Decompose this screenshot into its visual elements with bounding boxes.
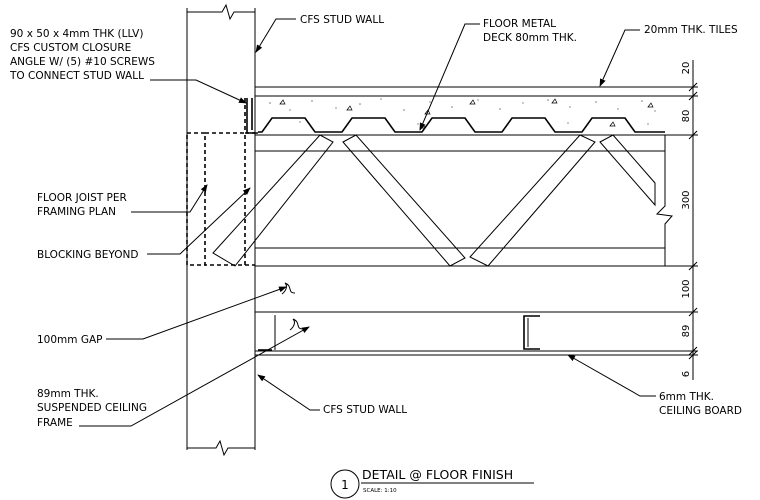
detail-scale: SCALE: 1:10 <box>363 488 397 494</box>
label-closure-angle-3: ANGLE W/ (5) #10 SCREWS <box>10 56 155 68</box>
label-ceiling-board-2: CEILING BOARD <box>659 405 742 417</box>
dim-20: 20 <box>681 62 692 75</box>
label-floor-deck-2: DECK 80mm THK. <box>483 32 577 44</box>
label-ceiling-board-1: 6mm THK. <box>659 391 714 403</box>
label-ceiling-frame-3: FRAME <box>37 417 73 429</box>
dimension-line: 20 80 300 100 89 6 <box>660 60 698 380</box>
blocking-beyond <box>186 98 255 266</box>
label-closure-angle-1: 90 x 50 x 4mm THK (LLV) <box>10 28 143 40</box>
label-stud-wall-bottom: CFS STUD WALL <box>323 404 407 416</box>
detail-title: 1 DETAIL @ FLOOR FINISH SCALE: 1:10 <box>330 467 534 499</box>
detail-number-circle <box>330 469 360 499</box>
concrete-hatch <box>269 98 656 129</box>
ceiling-c-section <box>523 315 540 350</box>
dim-80: 80 <box>681 110 692 123</box>
metal-deck-profile <box>258 117 665 133</box>
label-closure-angle-2: CFS CUSTOM CLOSURE <box>10 42 131 54</box>
label-tiles: 20mm THK. TILES <box>644 24 738 36</box>
label-closure-angle-4: TO CONNECT STUD WALL <box>9 70 144 82</box>
dim-89: 89 <box>681 325 692 338</box>
detail-title-text: DETAIL @ FLOOR FINISH <box>362 467 513 482</box>
label-floor-joist-1: FLOOR JOIST PER <box>37 192 127 204</box>
label-ceiling-frame-2: SUSPENDED CEILING <box>37 402 147 414</box>
label-floor-deck-1: FLOOR METAL <box>483 18 556 30</box>
ceiling-frame <box>255 282 665 356</box>
floor-joist <box>212 134 673 267</box>
dim-300: 300 <box>681 190 692 209</box>
leader-lines <box>79 18 656 427</box>
dim-100: 100 <box>681 279 692 298</box>
floor-slab <box>255 86 665 136</box>
detail-number: 1 <box>341 478 349 492</box>
annotation-labels: 90 x 50 x 4mm THK (LLV) CFS CUSTOM CLOSU… <box>9 14 742 429</box>
dim-6: 6 <box>681 371 692 377</box>
label-stud-wall-top: CFS STUD WALL <box>300 14 384 26</box>
closure-angle <box>246 98 258 134</box>
label-gap: 100mm GAP <box>37 334 103 346</box>
label-blocking: BLOCKING BEYOND <box>37 249 138 261</box>
label-floor-joist-2: FRAMING PLAN <box>37 206 116 218</box>
label-ceiling-frame-1: 89mm THK. <box>37 388 99 400</box>
